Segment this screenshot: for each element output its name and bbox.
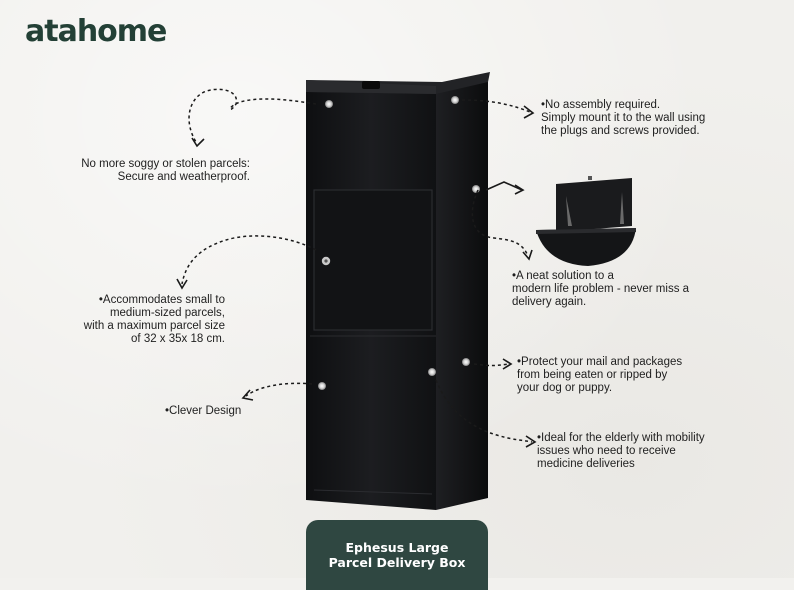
parcel-door [313,189,433,331]
product-illustration [176,72,636,510]
screw-top-right [451,96,459,104]
screw-front-lower-left [318,382,326,390]
arrow-heads [176,105,537,448]
feature-neat-solution: •A neat solution to a modern life proble… [512,270,690,308]
brand-logo: atahome [25,14,167,49]
feature-protect: •Protect your mail and packages from bei… [517,356,683,394]
screw-top-left [325,100,333,108]
feature-accommodates: •Accommodates small to medium-sized parc… [83,294,225,345]
top-latch [362,81,380,89]
open-lid-detail [536,176,636,266]
feature-secure: No more soggy or stolen parcels: Secure … [81,158,250,183]
feature-elderly: •Ideal for the elderly with mobility iss… [537,432,705,470]
product-name-line2: Parcel Delivery Box [328,555,466,570]
screw-side-upper [472,185,480,193]
feature-clever-design: •Clever Design [165,405,242,417]
screw-front-lower-right [428,368,436,376]
screw-side-lower [462,358,470,366]
arrow-secure [188,88,317,143]
parcel-box [306,72,490,510]
callout-arrows [181,88,533,443]
feature-no-assembly: •No assembly required. Simply mount it t… [541,99,706,137]
product-name-tag: Ephesus Large Parcel Delivery Box [306,520,488,590]
product-name-line1: Ephesus Large [345,540,449,555]
